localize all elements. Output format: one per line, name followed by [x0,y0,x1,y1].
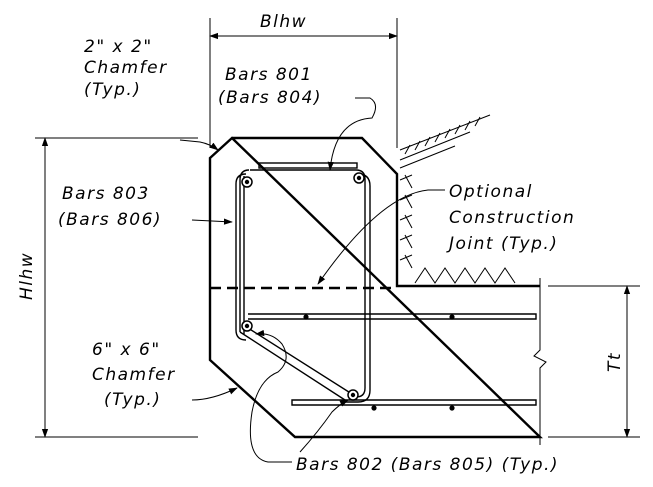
label-chamfer-top-1: 2" x 2" [84,37,153,57]
bars-801-top [258,162,358,169]
leader-bars-803 [191,218,233,225]
leader-bars-801 [327,97,376,171]
label-chamfer-bot-3: (Typ.) [104,390,161,410]
label-bars-803-2: (Bars 806) [58,210,162,230]
leader-chamfer-top [179,139,219,151]
bars-802-inclined [239,327,353,401]
label-optional-3: Joint (Typ.) [446,234,558,254]
dim-tt [548,285,640,438]
leader-optional-joint [317,189,445,285]
label-chamfer-bot-2: Chamfer [92,365,176,385]
label-optional-2: Construction [449,208,575,228]
leader-chamfer-bot [191,387,238,401]
slab-break-line [533,278,547,445]
leader-bars-802 [249,329,292,463]
rebar-dots [241,172,455,411]
label-bars-801-2: (Bars 804) [218,88,322,108]
label-chamfer-top-3: (Typ.) [84,80,141,100]
dim-hlhw [35,137,198,438]
label-chamfer-top-2: Chamfer [84,58,168,78]
label-chamfer-bot-1: 6" x 6" [92,340,161,360]
label-bars-802: Bars 802 (Bars 805) (Typ.) [296,455,559,475]
slab-bottom-bars [291,399,537,406]
label-optional-1: Optional [449,182,533,202]
label-tt: Tt [605,352,625,372]
label-bars-801-1: Bars 801 [225,65,313,85]
dim-blhw [209,18,398,148]
soil-hatch [399,114,516,284]
label-bars-803-1: Bars 803 [62,184,150,204]
label-blhw: Blhw [260,12,307,32]
concrete-outline [208,136,543,439]
slab-top-bars [248,313,537,320]
label-hlhw: Hlhw [17,252,37,300]
